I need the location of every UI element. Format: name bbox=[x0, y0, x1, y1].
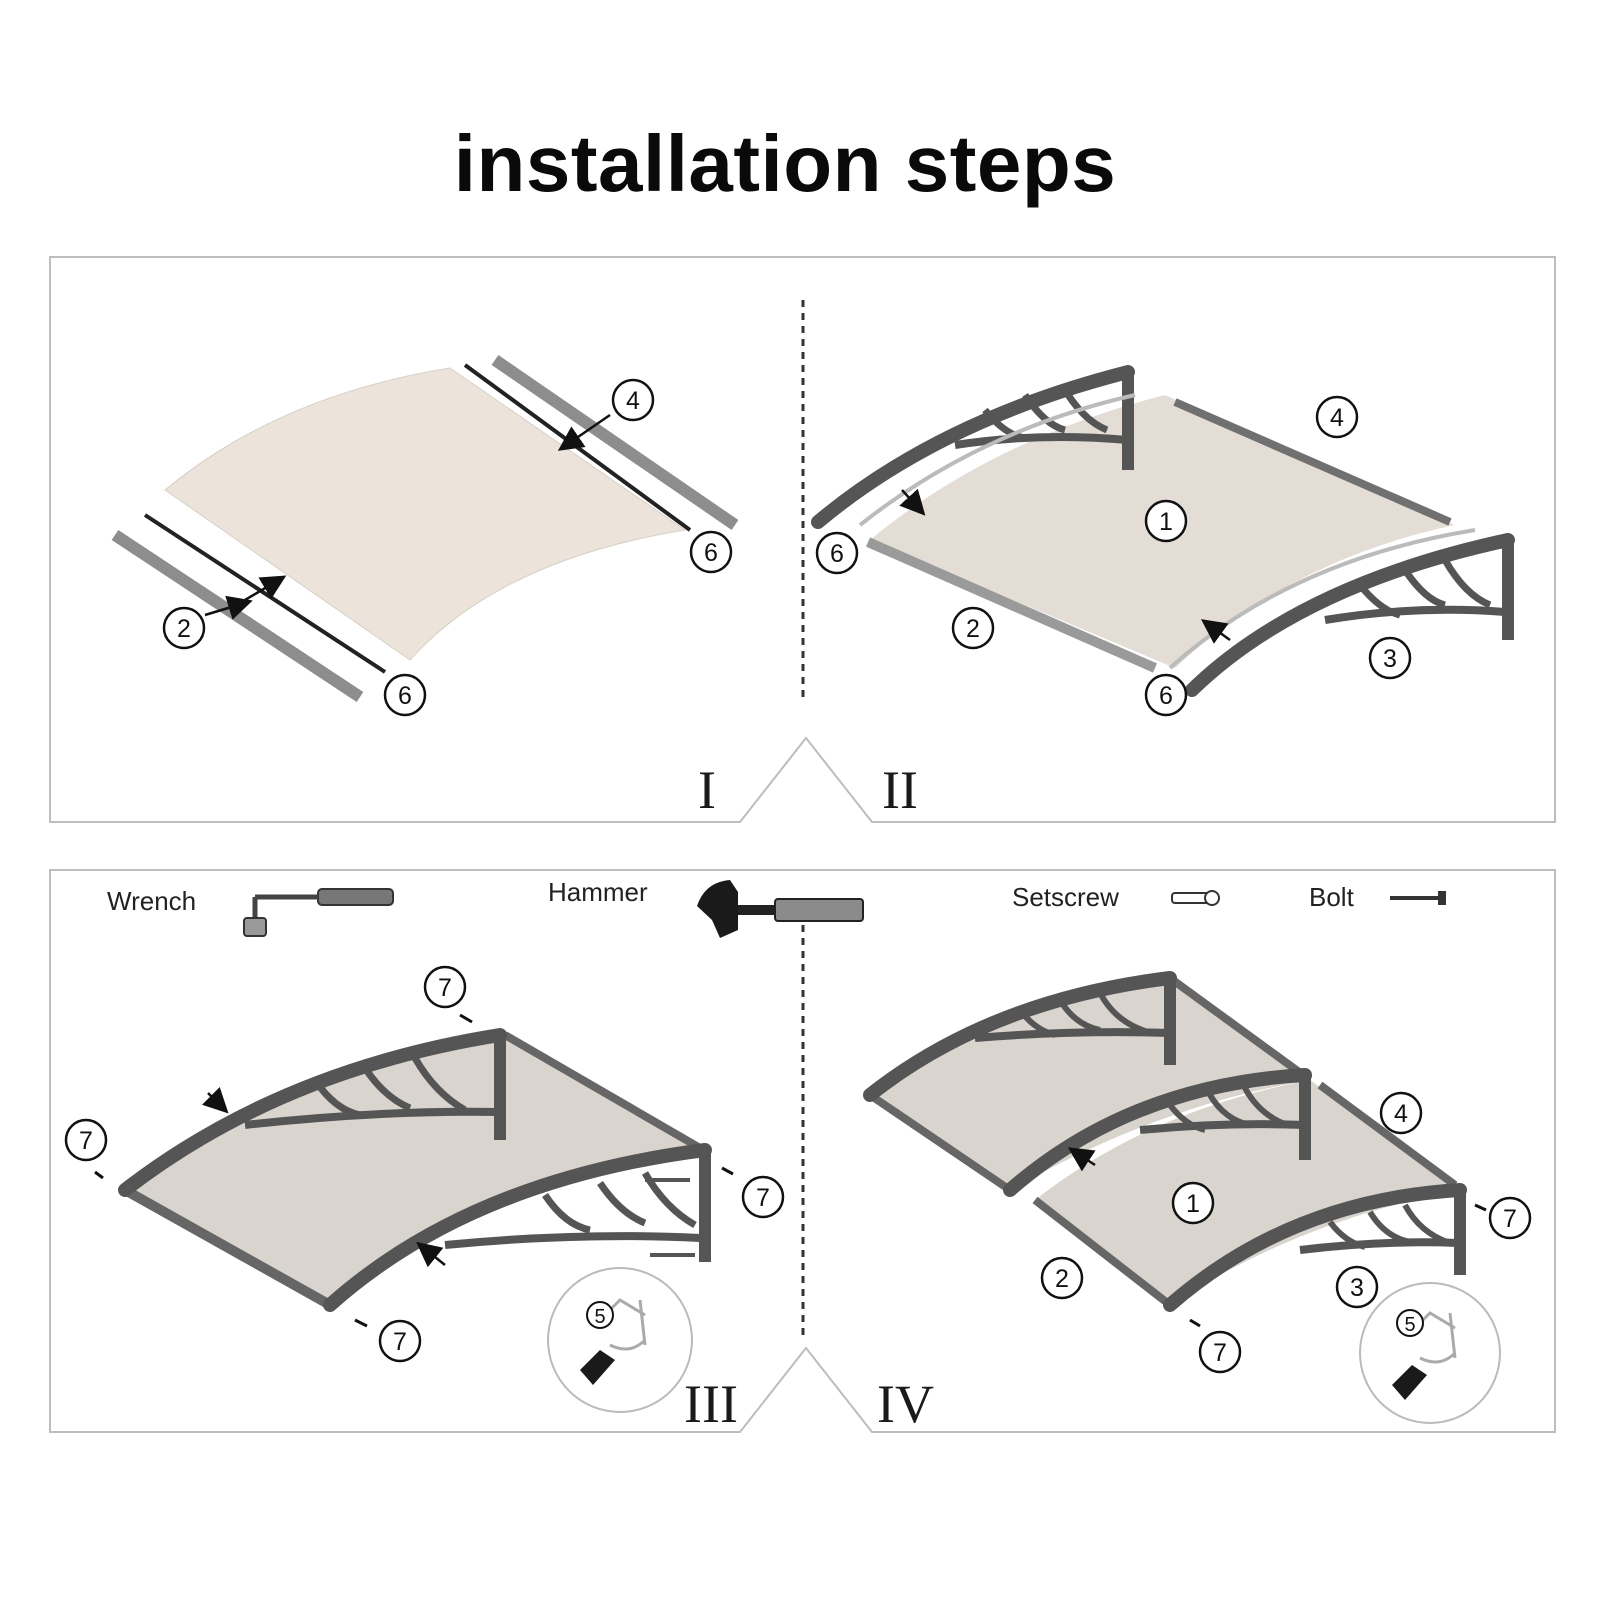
rail-4 bbox=[1173, 398, 1452, 526]
callout: 4 bbox=[611, 378, 655, 422]
bracket-back bbox=[863, 971, 1177, 1102]
svg-text:6: 6 bbox=[1159, 682, 1173, 710]
detail-inset: 5 bbox=[1359, 1282, 1501, 1424]
tool-label-setscrew: Setscrew bbox=[1012, 882, 1119, 912]
arrow-icon bbox=[557, 413, 611, 451]
callout: 3 bbox=[1368, 636, 1412, 680]
bracket-middle bbox=[1003, 1068, 1312, 1197]
svg-text:3: 3 bbox=[1383, 645, 1397, 673]
svg-text:2: 2 bbox=[1055, 1265, 1069, 1293]
svg-text:7: 7 bbox=[393, 1328, 407, 1356]
svg-text:2: 2 bbox=[966, 615, 980, 643]
bracket-front bbox=[1163, 1183, 1467, 1312]
polycarbonate-sheet bbox=[164, 367, 687, 661]
svg-text:5: 5 bbox=[594, 1306, 605, 1328]
arrow-icon bbox=[899, 488, 926, 516]
hammer-icon bbox=[1392, 1365, 1427, 1400]
callout: 7 bbox=[423, 965, 467, 1009]
wrench-icon bbox=[243, 888, 394, 937]
tool-label-hammer: Hammer bbox=[548, 877, 648, 907]
hammer-icon bbox=[697, 880, 864, 938]
step-label-3: III bbox=[684, 1374, 738, 1434]
polycarbonate-sheet bbox=[125, 1035, 700, 1305]
callout: 7 bbox=[1198, 1330, 1242, 1374]
svg-text:6: 6 bbox=[830, 540, 844, 568]
rail-4 bbox=[491, 355, 739, 530]
svg-text:6: 6 bbox=[398, 682, 412, 710]
step-4-illustration bbox=[863, 971, 1487, 1328]
step-label-2: II bbox=[882, 760, 918, 820]
detail-inset: 5 bbox=[547, 1267, 693, 1413]
arrow-icon bbox=[244, 575, 287, 602]
callout: 7 bbox=[378, 1319, 422, 1363]
callout: 2 bbox=[162, 606, 206, 650]
callout: 1 bbox=[1171, 1181, 1215, 1225]
arrow-icon bbox=[416, 1241, 446, 1268]
rail-2 bbox=[122, 1185, 333, 1310]
arrow-icon bbox=[202, 1087, 229, 1114]
svg-text:5: 5 bbox=[1404, 1314, 1415, 1336]
callout: 6 bbox=[1144, 673, 1188, 717]
callout: 7 bbox=[741, 1175, 785, 1219]
bracket-right bbox=[323, 1143, 712, 1312]
callout: 6 bbox=[383, 673, 427, 717]
tool-label-bolt: Bolt bbox=[1309, 882, 1355, 912]
svg-text:4: 4 bbox=[1330, 404, 1344, 432]
callout: 4 bbox=[1315, 395, 1359, 439]
svg-text:3: 3 bbox=[1350, 1274, 1364, 1302]
svg-text:4: 4 bbox=[626, 387, 640, 415]
svg-text:2: 2 bbox=[177, 615, 191, 643]
svg-text:7: 7 bbox=[438, 974, 452, 1002]
svg-text:7: 7 bbox=[1213, 1339, 1227, 1367]
step-label-4: IV bbox=[877, 1374, 934, 1434]
callout: 3 bbox=[1335, 1265, 1379, 1309]
bolt-icon bbox=[1390, 891, 1446, 905]
callout: 1 bbox=[1144, 499, 1188, 543]
rail-2 bbox=[865, 537, 1158, 673]
svg-text:1: 1 bbox=[1159, 508, 1173, 536]
svg-text:4: 4 bbox=[1394, 1100, 1408, 1128]
callout: 2 bbox=[1040, 1256, 1084, 1300]
setscrew-icon bbox=[1171, 890, 1220, 906]
step-1-illustration bbox=[111, 355, 739, 703]
bracket-left bbox=[811, 365, 1135, 529]
bracket-right bbox=[1185, 533, 1515, 697]
callout: 4 bbox=[1379, 1091, 1423, 1135]
callout: 7 bbox=[64, 1118, 108, 1162]
rail-4 bbox=[502, 1031, 703, 1152]
callout: 6 bbox=[815, 531, 859, 575]
step-label-1: I bbox=[698, 760, 716, 820]
svg-text:1: 1 bbox=[1186, 1190, 1200, 1218]
callout: 6 bbox=[689, 530, 733, 574]
svg-text:7: 7 bbox=[756, 1184, 770, 1212]
callout: 2 bbox=[951, 606, 995, 650]
rail-4 bbox=[1317, 1081, 1458, 1189]
step-3-illustration bbox=[94, 1013, 734, 1328]
arrow-icon bbox=[1067, 1147, 1096, 1172]
polycarbonate-sheet bbox=[1035, 1080, 1460, 1305]
svg-text:7: 7 bbox=[79, 1127, 93, 1155]
svg-text:7: 7 bbox=[1503, 1205, 1517, 1233]
svg-text:6: 6 bbox=[704, 539, 718, 567]
bracket-left bbox=[118, 1028, 507, 1197]
arrow-icon bbox=[204, 595, 253, 620]
callout: 7 bbox=[1488, 1196, 1532, 1240]
arrow-icon bbox=[1200, 619, 1231, 644]
tool-label-wrench: Wrench bbox=[107, 886, 196, 916]
hammer-icon bbox=[580, 1350, 615, 1385]
page-title: installation steps bbox=[453, 119, 1117, 208]
